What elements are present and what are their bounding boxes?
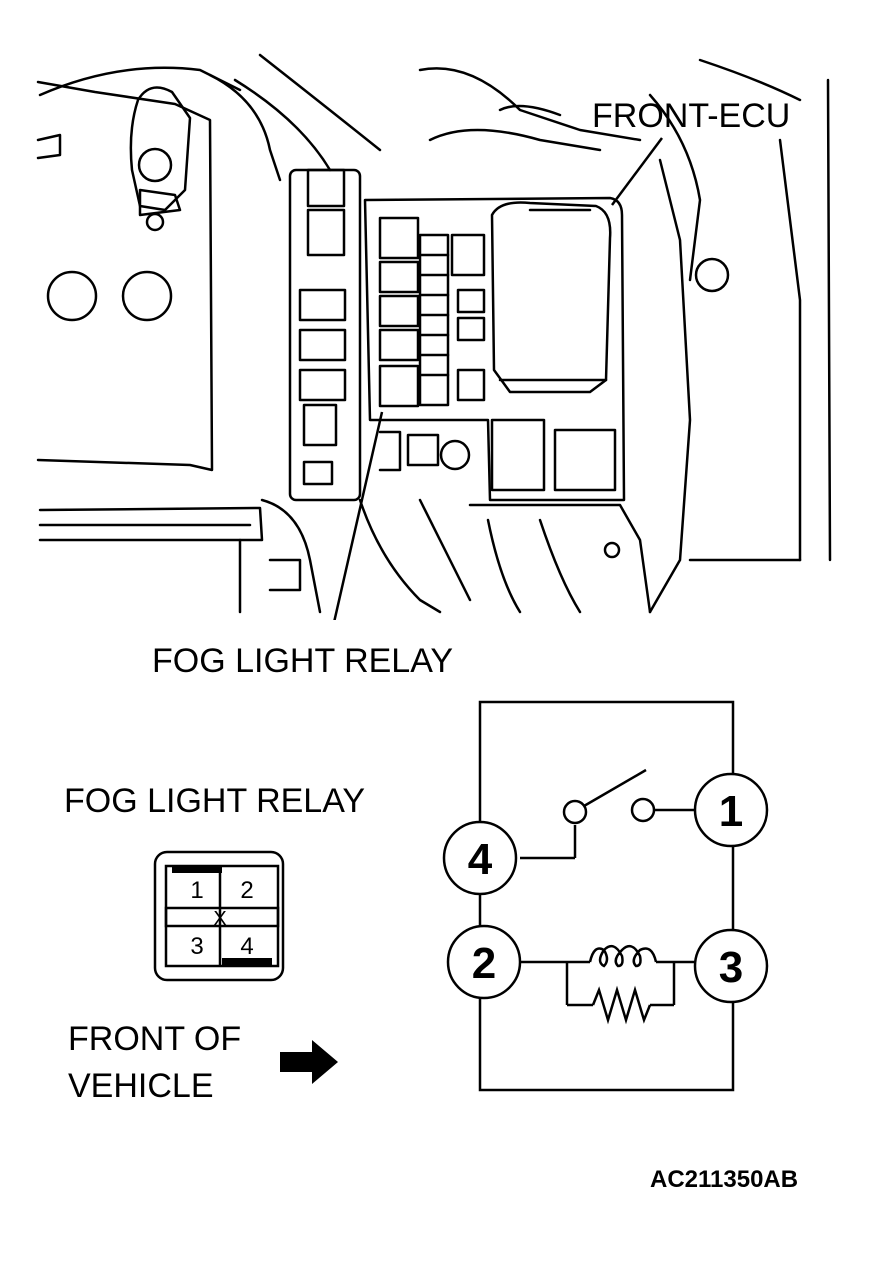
battery <box>36 80 214 472</box>
pin1-key-mark <box>172 866 222 873</box>
pin4-key-mark <box>222 958 272 965</box>
connector-pin-4: 4 <box>240 933 253 960</box>
front-ecu-leader <box>610 137 664 206</box>
connector-pin-2: 2 <box>240 877 253 904</box>
terminal-2-label: 2 <box>472 939 496 988</box>
front-of-vehicle-line1: FRONT OF <box>68 1020 242 1058</box>
fuse-relay-box <box>363 196 626 502</box>
front-arrow-icon <box>280 1040 338 1084</box>
connector-center-mark: X <box>213 908 226 930</box>
fog-light-relay-label-top: FOG LIGHT RELAY <box>152 642 454 680</box>
relay-cube <box>553 428 617 492</box>
relay-connector-face <box>153 850 285 982</box>
connector-pin-1: 1 <box>190 877 203 904</box>
front-of-vehicle-line2: VEHICLE <box>68 1067 214 1105</box>
terminal-3-label: 3 <box>719 943 743 992</box>
relay-circuit <box>442 700 769 1092</box>
switch-common-contact <box>562 799 588 825</box>
battery-terminal-right <box>121 270 173 322</box>
engine-bay-illustration <box>36 53 832 620</box>
terminal-2 <box>446 924 522 1000</box>
battery-terminal-left <box>46 270 98 322</box>
battery-clamp <box>129 86 192 212</box>
terminal-4-label: 4 <box>468 835 493 884</box>
connector-pin-3: 3 <box>190 933 203 960</box>
fog-relay-leader <box>333 411 384 620</box>
fog-light-relay-label-connector: FOG LIGHT RELAY <box>64 782 366 820</box>
resistor-symbol <box>591 985 652 1025</box>
front-ecu-label: FRONT-ECU <box>592 97 791 135</box>
terminal-1 <box>693 772 769 848</box>
coil-symbol <box>588 944 658 968</box>
terminal-1-label: 1 <box>719 787 743 836</box>
switch-blade <box>583 768 647 808</box>
terminal-4 <box>442 820 518 896</box>
front-ecu-housing <box>490 201 612 394</box>
switch-no-contact <box>630 797 656 823</box>
figure-code: AC211350AB <box>650 1166 799 1193</box>
terminal-3 <box>693 928 769 1004</box>
